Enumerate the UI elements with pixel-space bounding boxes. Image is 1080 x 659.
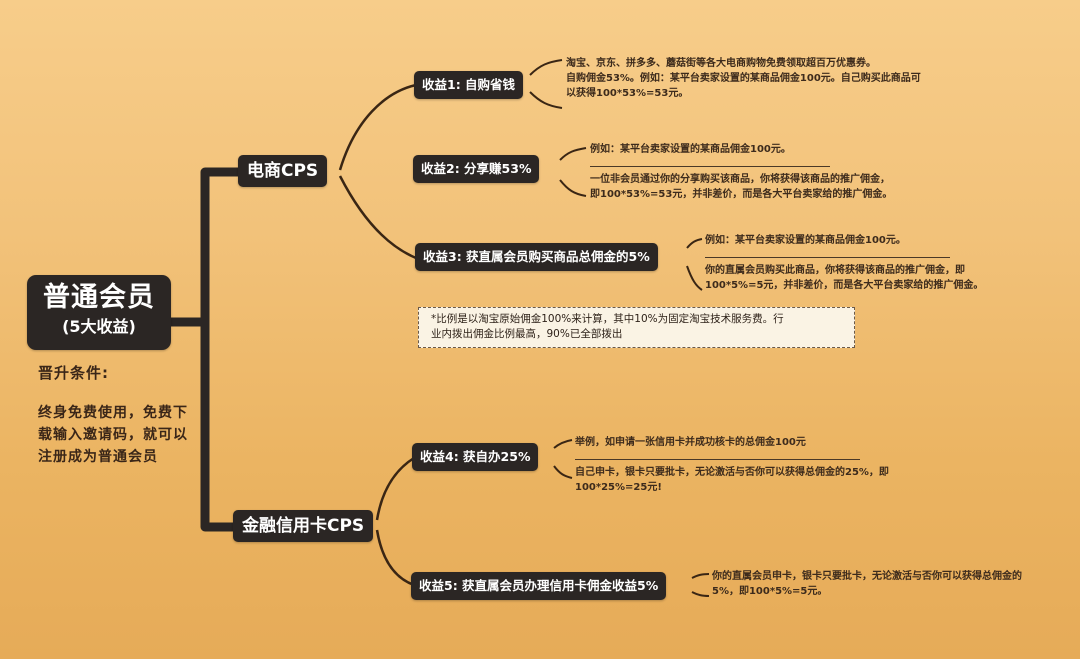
note-line: 业内拨出佣金比例最高，90%已全部拨出 [431,328,623,340]
upgrade-title: 晋升条件: [38,364,109,382]
commission-note: *比例是以淘宝原始佣金100%来计算，其中10%为固定淘宝技术服务费。行 业内拨… [418,307,855,348]
desc-line: 例如：某平台卖家设置的某商品佣金100元。 [705,235,906,246]
desc-line: 100*5%=5元，并非差价，而是各大平台卖家给的推广佣金。 [705,280,984,291]
desc-line: 以获得100*53%=53元。 [566,88,689,99]
benefit-3-description: 例如：某平台卖家设置的某商品佣金100元。 你的直属会员购买此商品，你将获得该商… [705,233,983,293]
note-line: *比例是以淘宝原始佣金100%来计算，其中10%为固定淘宝技术服务费。行 [431,313,784,325]
desc-line: 例如：某平台卖家设置的某商品佣金100元。 [590,144,791,155]
root-subtitle: (5大收益) [62,317,136,336]
benefit-5-node[interactable]: 收益5: 获直属会员办理信用卡佣金收益5% [411,572,667,600]
branch-ecommerce-cps[interactable]: 电商CPS [238,155,328,187]
desc-line: 淘宝、京东、拼多多、蘑菇街等各大电商购物免费领取超百万优惠券。 [566,58,876,69]
benefit-4-description: 举例，如申请一张信用卡并成功核卡的总佣金100元 自己申卡，银卡只要批卡，无论激… [575,435,889,495]
root-node[interactable]: 普通会员 (5大收益) [27,275,171,350]
branch-credit-card-cps[interactable]: 金融信用卡CPS [233,510,374,542]
divider [705,248,983,263]
benefit-2-description: 例如：某平台卖家设置的某商品佣金100元。 一位非会员通过你的分享购买该商品，你… [590,142,892,202]
benefit-1-description: 淘宝、京东、拼多多、蘑菇街等各大电商购物免费领取超百万优惠券。 自购佣金53%。… [566,56,921,101]
desc-line: 你的直属会员申卡，银卡只要批卡，无论激活与否你可以获得总佣金的 [712,571,1022,582]
divider [590,157,892,172]
root-title: 普通会员 [43,282,155,313]
benefit-5-description: 你的直属会员申卡，银卡只要批卡，无论激活与否你可以获得总佣金的 5%，即100*… [712,569,1022,599]
desc-line: 5%，即100*5%=5元。 [712,586,828,597]
desc-line: 一位非会员通过你的分享购买该商品，你将获得该商品的推广佣金， [590,174,890,185]
desc-line: 即100*53%=53元，并非差价，而是各大平台卖家给的推广佣金。 [590,189,893,200]
benefit-2-node[interactable]: 收益2: 分享赚53% [413,155,540,183]
upgrade-body: 终身免费使用，免费下载输入邀请码，就可以注册成为普通会员 [38,405,188,465]
benefit-4-node[interactable]: 收益4: 获自办25% [412,443,539,471]
divider [575,450,889,465]
benefit-1-node[interactable]: 收益1: 自购省钱 [414,71,524,99]
desc-line: 自己申卡，银卡只要批卡，无论激活与否你可以获得总佣金的25%，即 [575,467,889,478]
desc-line: 举例，如申请一张信用卡并成功核卡的总佣金100元 [575,437,806,448]
desc-line: 100*25%=25元! [575,482,662,493]
benefit-3-node[interactable]: 收益3: 获直属会员购买商品总佣金的5% [415,243,658,271]
desc-line: 自购佣金53%。例如：某平台卖家设置的某商品佣金100元。自己购买此商品可 [566,73,921,84]
desc-line: 你的直属会员购买此商品，你将获得该商品的推广佣金，即 [705,265,965,276]
